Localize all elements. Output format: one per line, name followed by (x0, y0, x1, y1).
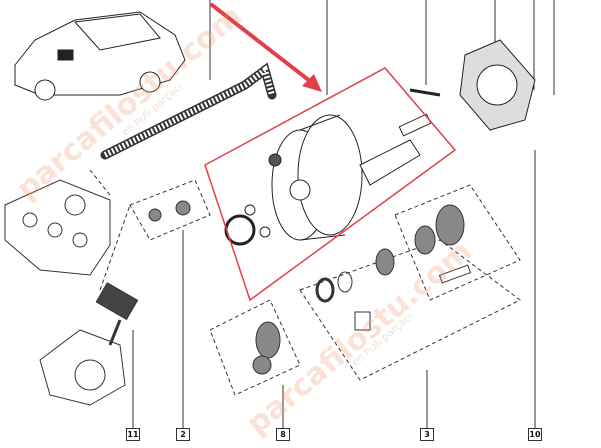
highlight-frame (204, 67, 457, 302)
group-box-right (394, 184, 521, 301)
seal-parts (148, 200, 472, 375)
callout-11: 11 (126, 428, 140, 441)
vacuum-pump (39, 282, 139, 406)
brake-booster (224, 113, 432, 246)
arrow-pointer (210, 3, 322, 92)
callout-3: 3 (420, 428, 434, 441)
gasket-plate (409, 39, 536, 131)
callout-2: 2 (176, 428, 190, 441)
car-illustration (14, 11, 186, 101)
callout-10: 10 (528, 428, 542, 441)
callout-8: 8 (276, 428, 290, 441)
intake-manifold (4, 179, 111, 276)
group-box-2 (129, 179, 211, 241)
group-box-8 (209, 299, 301, 396)
